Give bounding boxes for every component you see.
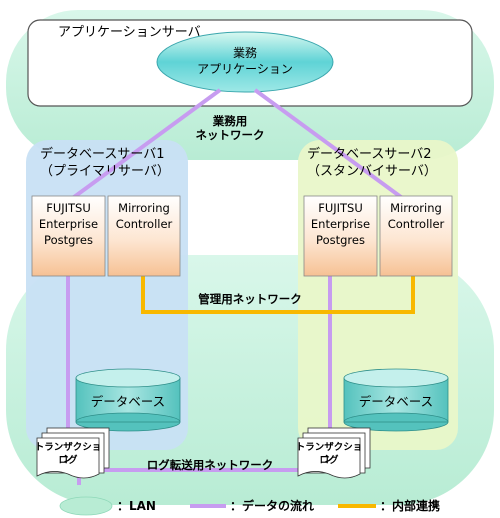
admin-network-label: 管理用ネットワーク xyxy=(198,292,302,306)
business-network-line1: 業務用 xyxy=(212,114,248,128)
fep-2-line3: Postgres xyxy=(316,233,365,247)
database-2 xyxy=(343,368,449,432)
fep-2-line1: FUJITSU xyxy=(318,201,363,215)
log-transfer-network-label: ログ転送用ネットワーク xyxy=(146,458,274,472)
business-app-ellipse xyxy=(156,31,334,93)
fep-box-2 xyxy=(303,195,378,277)
database-1-label: データベース xyxy=(90,394,166,409)
mc-box-2 xyxy=(379,195,453,277)
app-server-title: アプリケーションサーバ xyxy=(58,25,201,40)
database-1 xyxy=(75,368,181,432)
fep-1-line1: FUJITSU xyxy=(46,201,91,215)
transaction-log-2-line1: トランザクション xyxy=(295,442,363,465)
admin-network-line xyxy=(141,275,415,314)
db-server-2-title: データベースサーバ2 xyxy=(307,147,432,162)
transaction-log-1-line2: ログ xyxy=(58,455,78,466)
business-app-line2: アプリケーション xyxy=(197,62,293,76)
transaction-log-2 xyxy=(297,427,371,479)
mc-box-1 xyxy=(107,195,181,277)
mc-2-line2: Controller xyxy=(387,217,445,231)
database-2-label: データベース xyxy=(358,394,434,409)
mc-1-line1: Mirroring xyxy=(118,201,170,215)
legend-lan-swatch xyxy=(59,496,113,516)
business-network-line2: ネットワーク xyxy=(195,128,265,142)
transaction-log-2-line2: ログ xyxy=(319,455,339,466)
legend-lan-text: ：LAN xyxy=(117,499,156,513)
transaction-log-1 xyxy=(36,427,110,479)
mc-2-line1: Mirroring xyxy=(390,201,442,215)
legend-data-flow-text: ：データの流れ xyxy=(230,499,315,513)
business-app-line1: 業務 xyxy=(232,46,257,60)
db-server-1-title: データベースサーバ1 xyxy=(40,147,165,162)
fep-1-line3: Postgres xyxy=(44,233,93,247)
fep-2-line2: Enterprise xyxy=(310,217,371,231)
fep-box-1 xyxy=(31,195,106,277)
fep-1-line2: Enterprise xyxy=(38,217,99,231)
db-server-1-role: （プライマリサーバ） xyxy=(40,164,170,179)
db-server-2-role: （スタンバイサーバ） xyxy=(307,164,437,179)
mc-1-line2: Controller xyxy=(115,217,173,231)
transaction-log-1-line1: トランザクション xyxy=(34,442,102,465)
legend-internal-text: ：内部連携 xyxy=(380,499,441,513)
